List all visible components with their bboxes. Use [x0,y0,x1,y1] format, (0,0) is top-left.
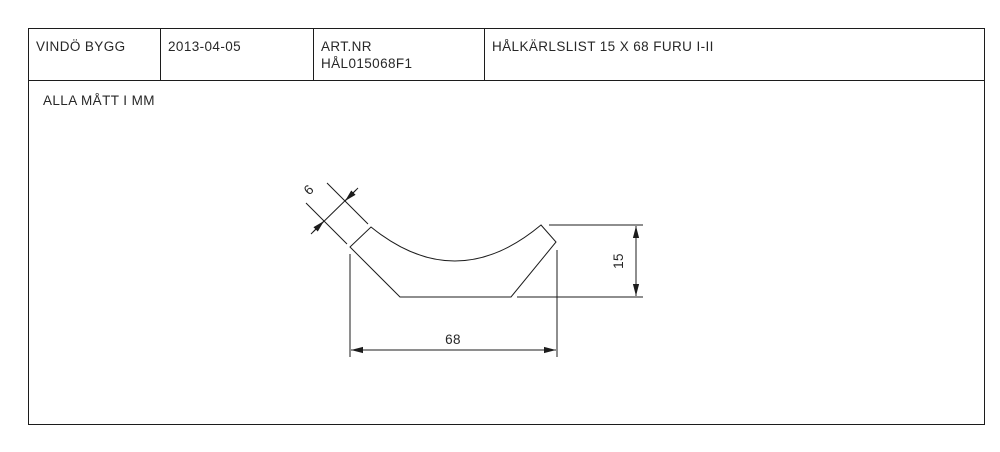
drawing-title: HÅLKÄRLSLIST 15 X 68 FURU I-II [492,39,714,54]
drawing-area: ALLA MÅTT I MM [29,81,984,425]
company-name: VINDÖ BYGG [36,39,126,54]
artnr-value: HÅL015068F1 [321,56,413,71]
title-block-artnr-cell: ART.NR HÅL015068F1 [314,29,485,80]
title-block-title-cell: HÅLKÄRLSLIST 15 X 68 FURU I-II [485,29,984,80]
drawing-sheet: VINDÖ BYGG 2013-04-05 ART.NR HÅL015068F1… [28,28,985,425]
title-block-company-cell: VINDÖ BYGG [29,29,161,80]
artnr-label: ART.NR [321,39,372,54]
units-note: ALLA MÅTT I MM [43,93,155,108]
title-block-date-cell: 2013-04-05 [161,29,314,80]
title-block: VINDÖ BYGG 2013-04-05 ART.NR HÅL015068F1… [29,29,984,81]
drawing-date: 2013-04-05 [168,39,242,54]
